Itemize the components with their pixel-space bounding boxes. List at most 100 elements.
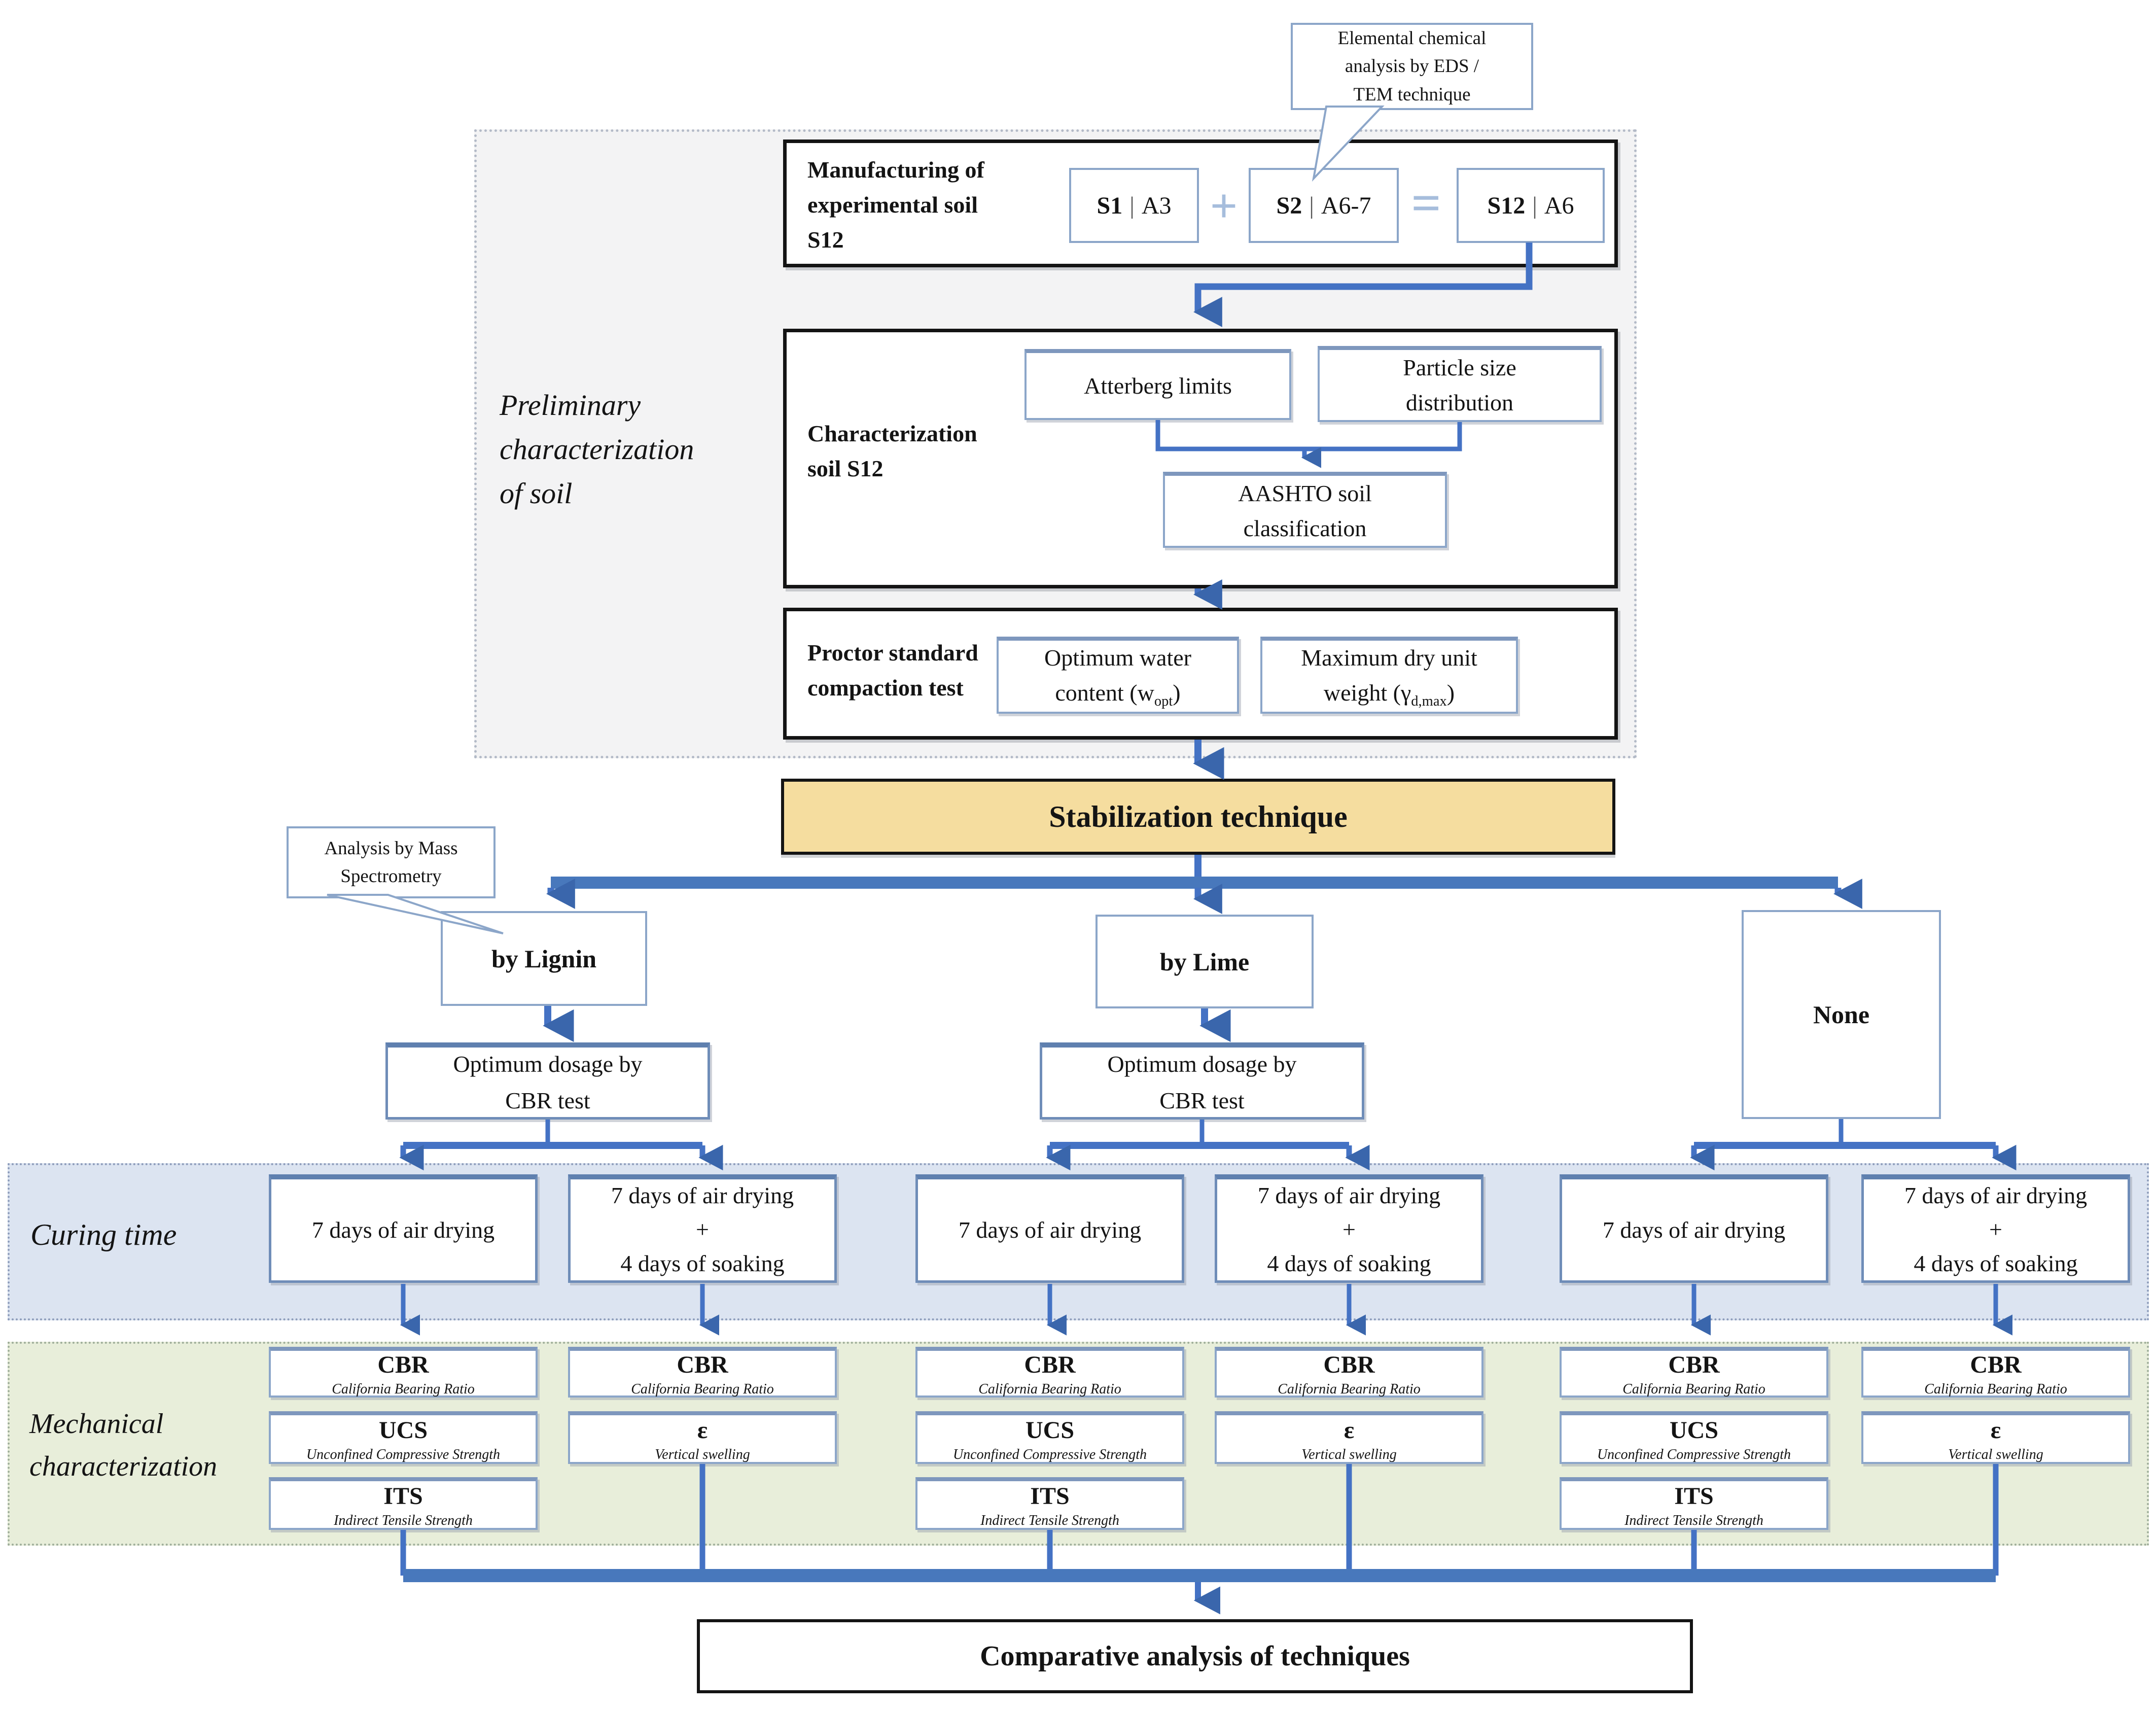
preliminary-side-label: Preliminary characterization of soil [500, 389, 694, 510]
ucs-abbr: UCS [1025, 1416, 1075, 1444]
curing-air-lime-text: 7 days of air drying [958, 1217, 1142, 1243]
soil-s2-box: S2 | A6-7 [1249, 168, 1399, 243]
its-abbr: ITS [383, 1482, 423, 1510]
gdmax-line1: Maximum dry unit [1301, 644, 1477, 671]
ucs-box-lime-air: UCS Unconfined Compressive Strength [915, 1411, 1184, 1464]
optimum-water-content-box: Optimum water content (wopt) [997, 637, 1239, 714]
swelling-abbr: ε [697, 1416, 708, 1444]
curing-soak-lime-text: 7 days of air drying + 4 days of soaking [1257, 1182, 1441, 1276]
its-box-lime-air: ITS Indirect Tensile Strength [915, 1477, 1184, 1530]
swelling-box-lime-soak: ε Vertical swelling [1215, 1411, 1483, 1464]
manufacturing-title: Manufacturing of experimental soil S12 [807, 157, 984, 253]
curing-time-label: Curing time [30, 1218, 177, 1251]
characterization-title: Characterization soil S12 [807, 421, 977, 481]
curing-air-lime-box: 7 days of air drying [915, 1174, 1184, 1283]
ucs-full: Unconfined Compressive Strength [306, 1446, 501, 1462]
branch-lignin-label: by Lignin [491, 944, 597, 973]
swelling-full: Vertical swelling [1301, 1446, 1397, 1462]
its-abbr: ITS [1030, 1482, 1070, 1510]
wopt-line2-pre: content (w [1055, 679, 1154, 706]
comparative-analysis-box: Comparative analysis of techniques [697, 1619, 1693, 1693]
plus-icon: + [1210, 178, 1238, 233]
cbr-full: California Bearing Ratio [1622, 1381, 1765, 1397]
curing-soak-lime-box: 7 days of air drying + 4 days of soaking [1215, 1174, 1483, 1283]
wopt-line1: Optimum water [1044, 644, 1191, 671]
cbr-full: California Bearing Ratio [1924, 1381, 2067, 1397]
cbr-box-lignin-air: CBR California Bearing Ratio [269, 1347, 538, 1398]
swelling-full: Vertical swelling [1948, 1446, 2043, 1462]
atterberg-limits-box: Atterberg limits [1024, 349, 1291, 420]
curing-soak-none-text: 7 days of air drying + 4 days of soaking [1904, 1182, 2088, 1276]
swelling-full: Vertical swelling [655, 1446, 750, 1462]
soil-s12-class: A6 [1544, 192, 1574, 219]
cbr-box-lime-soak: CBR California Bearing Ratio [1215, 1347, 1483, 1398]
curing-soak-lignin-text: 7 days of air drying + 4 days of soaking [611, 1182, 794, 1276]
max-dry-unit-weight-box: Maximum dry unit weight (γd,max) [1260, 637, 1518, 714]
its-full: Indirect Tensile Strength [1624, 1512, 1763, 1528]
cbr-abbr: CBR [677, 1351, 728, 1378]
optimum-dosage-lignin-text: Optimum dosage by CBR test [453, 1051, 643, 1113]
cbr-full: California Bearing Ratio [978, 1381, 1121, 1397]
cbr-abbr: CBR [1024, 1351, 1076, 1378]
ucs-box-none-air: UCS Unconfined Compressive Strength [1560, 1411, 1828, 1464]
ucs-abbr: UCS [378, 1416, 428, 1444]
gdmax-line2-post: ) [1446, 679, 1455, 706]
cbr-full: California Bearing Ratio [631, 1381, 774, 1397]
soil-s2-class: A6-7 [1321, 192, 1371, 219]
soil-s12-box: S12 | A6 [1457, 168, 1605, 243]
ucs-full: Unconfined Compressive Strength [1597, 1446, 1791, 1462]
ucs-abbr: UCS [1669, 1416, 1719, 1444]
curing-soak-none-box: 7 days of air drying + 4 days of soaking [1861, 1174, 2130, 1283]
mass-spectrometry-callout-text: Analysis by Mass Spectrometry [324, 837, 458, 887]
wopt-line2-post: ) [1173, 679, 1181, 706]
wopt-subscript: opt [1154, 693, 1173, 709]
soil-s2-separator: | [1309, 192, 1314, 219]
curing-soak-lignin-box: 7 days of air drying + 4 days of soaking [568, 1174, 837, 1283]
branch-lignin-box: by Lignin [441, 911, 647, 1006]
soil-s12-id: S12 [1487, 192, 1526, 219]
ucs-full: Unconfined Compressive Strength [952, 1446, 1147, 1462]
gdmax-subscript: d,max [1411, 693, 1447, 709]
cbr-abbr: CBR [377, 1351, 429, 1378]
branch-none-label: None [1813, 1000, 1870, 1029]
cbr-box-lime-air: CBR California Bearing Ratio [915, 1347, 1184, 1398]
gdmax-line2-pre: weight (γ [1323, 679, 1411, 706]
branch-none-box: None [1742, 910, 1941, 1119]
its-box-lignin-air: ITS Indirect Tensile Strength [269, 1477, 538, 1530]
particle-size-text: Particle size distribution [1403, 355, 1516, 415]
its-full: Indirect Tensile Strength [334, 1512, 473, 1528]
aashto-classification-box: AASHTO soil classification [1163, 472, 1447, 548]
cbr-abbr: CBR [1668, 1351, 1720, 1378]
optimum-dosage-lignin-box: Optimum dosage by CBR test [385, 1042, 710, 1120]
eds-tem-callout-text: Elemental chemical analysis by EDS / TEM… [1337, 27, 1487, 105]
proctor-title: Proctor standard compaction test [807, 640, 978, 701]
soil-s12-separator: | [1532, 192, 1537, 219]
stabilization-technique-box: Stabilization technique [781, 779, 1615, 855]
cbr-box-none-soak: CBR California Bearing Ratio [1861, 1347, 2130, 1398]
its-full: Indirect Tensile Strength [980, 1512, 1119, 1528]
comparative-analysis-title: Comparative analysis of techniques [980, 1641, 1410, 1672]
soil-s2-id: S2 [1276, 192, 1302, 219]
mass-spectrometry-callout: Analysis by Mass Spectrometry [287, 826, 496, 898]
its-abbr: ITS [1674, 1482, 1714, 1510]
eds-tem-callout: Elemental chemical analysis by EDS / TEM… [1291, 23, 1533, 110]
ucs-box-lignin-air: UCS Unconfined Compressive Strength [269, 1411, 538, 1464]
soil-s1-box: S1 | A3 [1069, 168, 1199, 243]
cbr-box-lignin-soak: CBR California Bearing Ratio [568, 1347, 837, 1398]
cbr-abbr: CBR [1970, 1351, 2022, 1378]
curing-air-lignin-box: 7 days of air drying [269, 1174, 538, 1283]
cbr-full: California Bearing Ratio [1278, 1381, 1421, 1397]
curing-air-lignin-text: 7 days of air drying [311, 1217, 495, 1243]
soil-s1-separator: | [1129, 192, 1135, 219]
branch-lime-box: by Lime [1095, 915, 1314, 1008]
particle-size-box: Particle size distribution [1318, 346, 1602, 422]
cbr-full: California Bearing Ratio [332, 1381, 475, 1397]
soil-s1-class: A3 [1141, 192, 1172, 219]
swelling-box-none-soak: ε Vertical swelling [1861, 1411, 2130, 1464]
cbr-abbr: CBR [1323, 1351, 1375, 1378]
optimum-dosage-lime-text: Optimum dosage by CBR test [1107, 1051, 1297, 1113]
aashto-classification-text: AASHTO soil classification [1238, 480, 1372, 541]
branch-lime-label: by Lime [1159, 947, 1250, 976]
curing-air-none-text: 7 days of air drying [1602, 1217, 1786, 1243]
its-box-none-air: ITS Indirect Tensile Strength [1560, 1477, 1828, 1530]
